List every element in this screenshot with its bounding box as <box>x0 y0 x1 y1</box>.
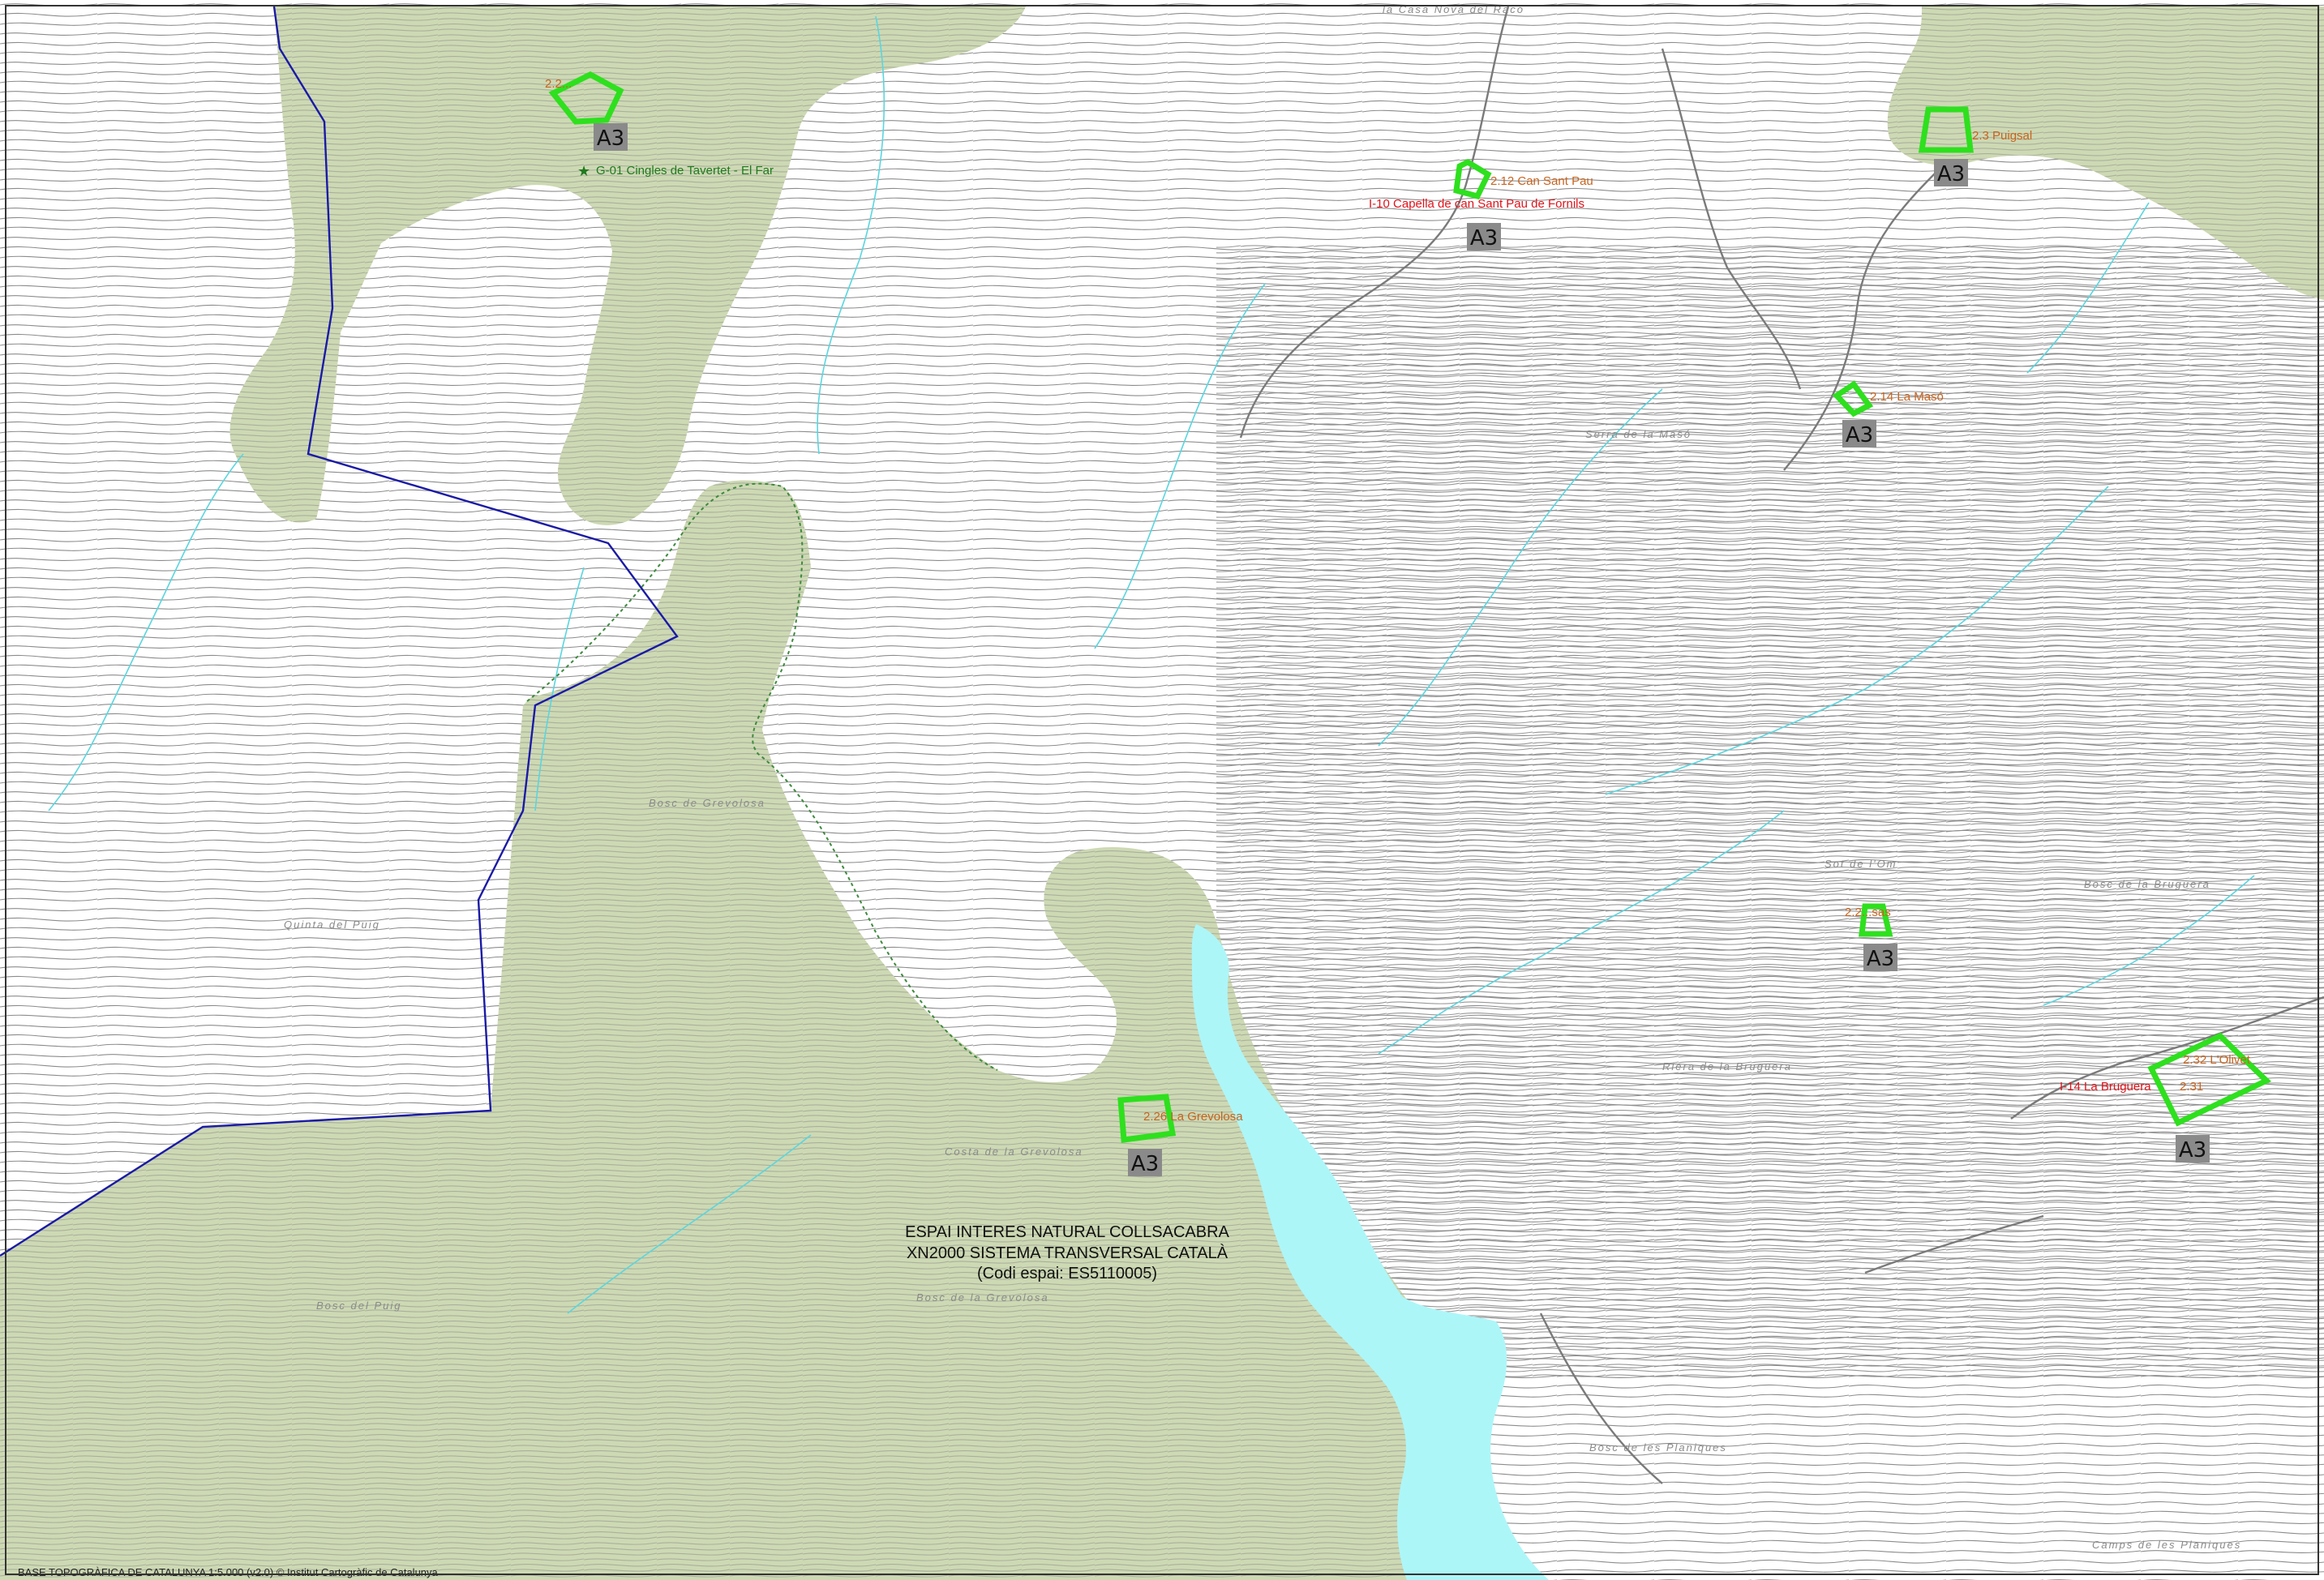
forest-edge-dotted <box>526 482 998 1071</box>
a3-badge <box>1842 420 1876 447</box>
a3-badge <box>1934 159 1968 186</box>
parcel-site-1[interactable]: A3 2.2... <box>545 71 628 151</box>
streams <box>48 15 2255 1314</box>
toponym: Sot de l'Om <box>1824 858 1897 870</box>
parcel-site-3[interactable]: A3 2.3 Puigsal <box>1918 106 2032 186</box>
site-label: 2.32 L'Olivet <box>2183 1053 2251 1067</box>
toponym: Serra de la Masó <box>1585 428 1692 440</box>
a3-badge <box>1467 223 1501 250</box>
toponym: Camps de les Planiques <box>2092 1539 2241 1551</box>
geology-label-cingles: G-01 Cingles de Tavertet - El Far <box>596 164 774 178</box>
parcel-site-7[interactable]: A3 2.32 L'Olivet 2.31 <box>2147 1032 2272 1163</box>
a3-label: A3 <box>2179 1138 2206 1163</box>
a3-label: A3 <box>1131 1152 1159 1176</box>
site-label: 2.2...sas <box>1845 906 1891 919</box>
forest-top-right-contours <box>1887 6 2324 300</box>
relief-contours-dense-east <box>1216 243 2324 1378</box>
forest-south-contours <box>0 480 1460 1580</box>
toponyms: Bosc de Grevolosa Quinta del Puig Bosc d… <box>284 3 2241 1551</box>
protected-area-title: ESPAI INTERES NATURAL COLLSACABRA XN2000… <box>905 1223 1229 1282</box>
site-label: 2.26 La Grevolosa <box>1143 1110 1243 1124</box>
a3-badge <box>1128 1149 1162 1176</box>
reservoir <box>1191 924 1549 1580</box>
map-frame <box>5 5 2319 1575</box>
title-line-2: XN2000 SISTEMA TRANSVERSAL CATALÀ <box>907 1244 1228 1262</box>
forest-top-left-contours <box>229 6 1027 525</box>
toponym: Bosc de la Bruguera <box>2084 878 2210 890</box>
a3-label: A3 <box>1470 226 1498 250</box>
map-source-footer: BASE TOPOGRÀFICA DE CATALUNYA 1:5.000 (v… <box>18 1566 439 1578</box>
site-label-secondary: 2.31 <box>2180 1080 2203 1094</box>
parcel-site-5[interactable]: A3 2.2...sas <box>1845 903 1897 971</box>
parcel-site-4[interactable]: A3 2.14 La Masó <box>1832 380 1944 447</box>
inventory-label-bruguera: I-14 La Bruguera <box>2060 1080 2151 1094</box>
a3-badge <box>1863 944 1897 971</box>
a3-badge <box>2176 1135 2210 1163</box>
toponym: Bosc del Puig <box>316 1300 402 1312</box>
toponym: Quinta del Puig <box>284 918 380 931</box>
toponym: Bosc de Grevolosa <box>649 797 765 809</box>
toponym: Bosc de la Grevolosa <box>916 1291 1049 1304</box>
roads <box>1239 6 2324 1484</box>
a3-label: A3 <box>597 126 624 151</box>
a3-label: A3 <box>1867 947 1894 971</box>
site-label: 2.12 Can Sant Pau <box>1490 174 1593 188</box>
site-label: 2.3 Puigsal <box>1972 129 2032 143</box>
title-line-1: ESPAI INTERES NATURAL COLLSACABRA <box>905 1223 1229 1241</box>
parcel-site-6[interactable]: A3 2.26 La Grevolosa <box>1117 1094 1243 1176</box>
a3-badge <box>594 123 628 151</box>
toponym: Bosc de les Planiques <box>1589 1441 1727 1454</box>
a3-label: A3 <box>1846 423 1873 447</box>
parcel-site-2[interactable]: A3 2.12 Can Sant Pau <box>1453 159 1593 250</box>
inventory-label-capella: I-10 Capella de can Sant Pau de Fornils <box>1369 197 1584 211</box>
title-line-3: (Codi espai: ES5110005) <box>977 1265 1157 1282</box>
boundary-line <box>0 6 679 1257</box>
star-icon: ★ <box>577 163 590 180</box>
toponym: Costa de la Grevolosa <box>945 1145 1083 1158</box>
site-label: 2.14 La Masó <box>1870 390 1944 404</box>
site-label: 2.2... <box>545 77 572 91</box>
toponym: Riera de la Bruguera <box>1662 1060 1792 1073</box>
a3-label: A3 <box>1937 162 1965 186</box>
